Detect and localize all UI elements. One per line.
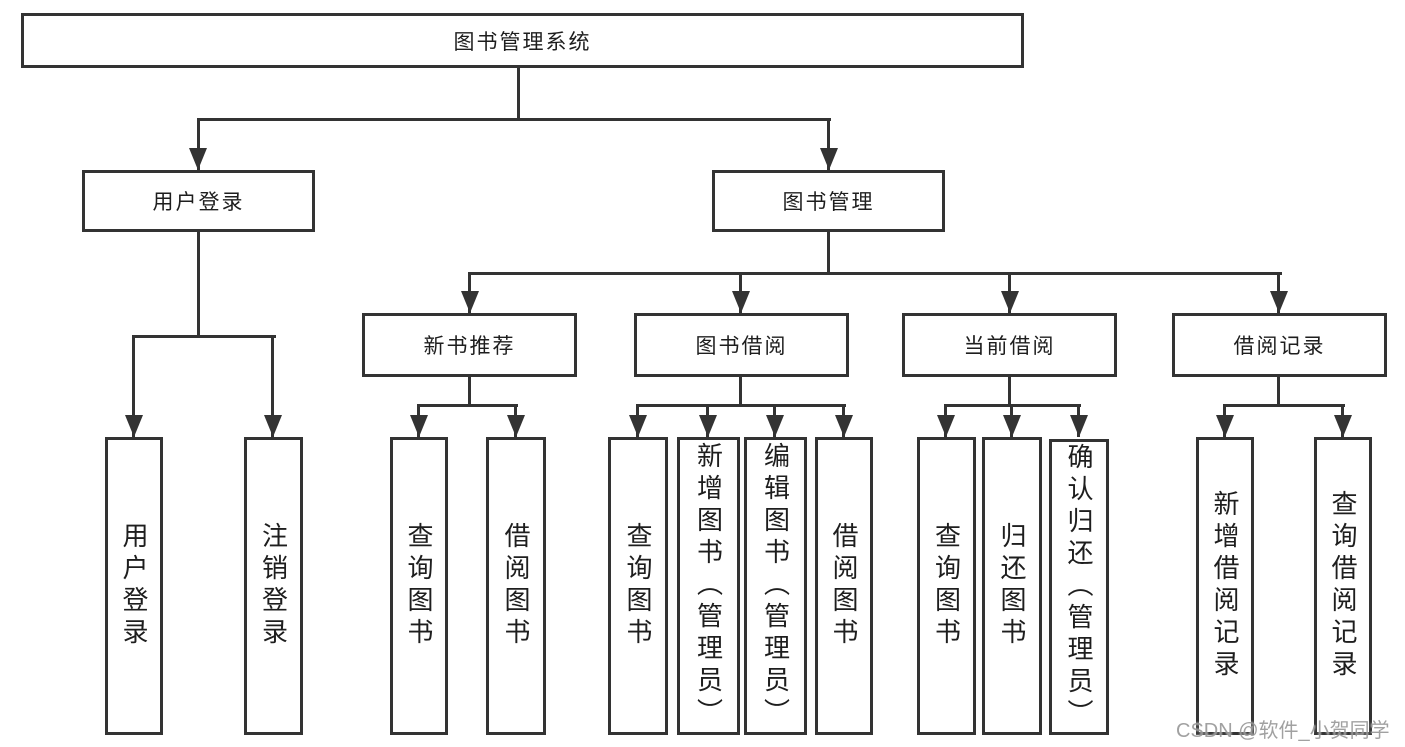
connector-arrowhead xyxy=(410,415,428,437)
leaf-borrow-books-recommend: 借阅图书 xyxy=(486,437,546,735)
connector-arrowhead xyxy=(461,291,479,313)
node-book-management: 图书管理 xyxy=(712,170,945,232)
node-new-book-recommendation: 新书推荐 xyxy=(362,313,577,377)
connector-arrowhead xyxy=(835,415,853,437)
connector-line xyxy=(132,335,135,437)
leaf-borrow-books-borrowing: 借阅图书 xyxy=(815,437,873,735)
connector-line xyxy=(517,68,520,120)
leaf-add-books-admin: 新增图书（管理员） xyxy=(677,437,740,735)
connector-arrowhead xyxy=(1070,415,1088,437)
connector-arrowhead xyxy=(125,415,143,437)
connector-arrowhead xyxy=(629,415,647,437)
leaf-return-books: 归还图书 xyxy=(982,437,1042,735)
connector-line xyxy=(197,118,831,121)
connector-arrowhead xyxy=(699,415,717,437)
leaf-query-books-current: 查询图书 xyxy=(917,437,976,735)
node-user-login: 用户登录 xyxy=(82,170,315,232)
leaf-logout-login: 注销登录 xyxy=(244,437,303,735)
leaf-confirm-return-admin: 确认归还（管理员） xyxy=(1049,439,1109,735)
leaf-add-borrow-record: 新增借阅记录 xyxy=(1196,437,1254,735)
connector-line xyxy=(132,335,276,338)
connector-arrowhead xyxy=(820,148,838,170)
node-root: 图书管理系统 xyxy=(21,13,1024,68)
connector-arrowhead xyxy=(766,415,784,437)
leaf-query-books-borrowing: 查询图书 xyxy=(608,437,668,735)
connector-arrowhead xyxy=(507,415,525,437)
leaf-user-login: 用户登录 xyxy=(105,437,163,735)
connector-arrowhead xyxy=(189,148,207,170)
connector-line xyxy=(468,377,471,407)
csdn-watermark: CSDN @软件_小贺同学 xyxy=(1176,720,1390,742)
connector-arrowhead xyxy=(1216,415,1234,437)
connector-arrowhead xyxy=(1003,415,1021,437)
connector-arrowhead xyxy=(264,415,282,437)
connector-arrowhead xyxy=(732,291,750,313)
connector-line xyxy=(636,404,846,407)
connector-arrowhead xyxy=(1001,291,1019,313)
node-borrowing-records: 借阅记录 xyxy=(1172,313,1387,377)
connector-line xyxy=(1008,377,1011,407)
leaf-edit-books-admin: 编辑图书（管理员） xyxy=(744,437,807,735)
leaf-query-books-recommend: 查询图书 xyxy=(390,437,448,735)
connector-line xyxy=(197,118,200,170)
connector-line xyxy=(1223,404,1345,407)
connector-arrowhead xyxy=(937,415,955,437)
connector-line xyxy=(271,335,274,437)
connector-arrowhead xyxy=(1334,415,1352,437)
connector-line xyxy=(827,232,830,275)
connector-line xyxy=(1277,377,1280,407)
connector-line xyxy=(468,272,1282,275)
connector-line xyxy=(197,232,200,338)
node-current-borrowing: 当前借阅 xyxy=(902,313,1117,377)
connector-line xyxy=(417,404,518,407)
node-book-borrowing: 图书借阅 xyxy=(634,313,849,377)
connector-line xyxy=(827,118,830,170)
connector-line xyxy=(739,377,742,407)
connector-arrowhead xyxy=(1270,291,1288,313)
leaf-query-borrow-record: 查询借阅记录 xyxy=(1314,437,1372,735)
